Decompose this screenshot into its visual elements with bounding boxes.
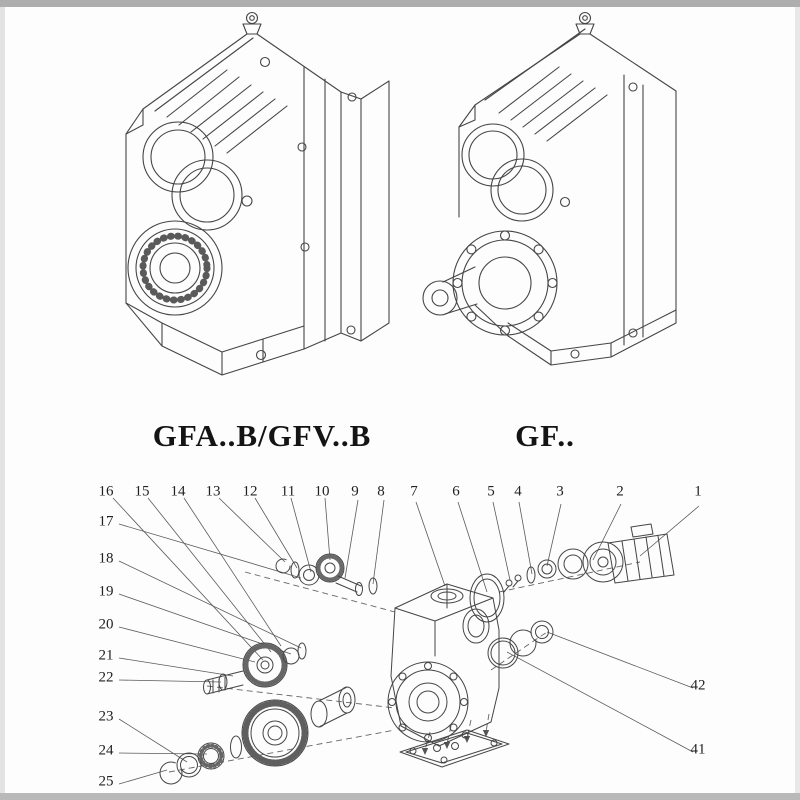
input-shaft-parts — [275, 553, 378, 596]
part-number-4: 4 — [514, 483, 522, 500]
part-number-24: 24 — [98, 742, 114, 759]
gear-housing — [387, 583, 500, 747]
gearbox-drawing-gfab-gfvb — [105, 5, 395, 395]
output-shaft — [422, 266, 478, 316]
housing-outline — [458, 28, 677, 366]
part-number-2: 2 — [616, 483, 624, 500]
part-number-42: 42 — [690, 677, 706, 694]
page-edge-right — [795, 7, 800, 793]
part-number-11: 11 — [280, 483, 296, 500]
gear-bores — [142, 121, 253, 231]
part-number-10: 10 — [314, 483, 330, 500]
part-number-7: 7 — [410, 483, 418, 500]
part-number-22: 22 — [98, 669, 114, 686]
part-number-23: 23 — [98, 708, 114, 725]
part-number-8: 8 — [377, 483, 385, 500]
base-plate — [399, 729, 510, 768]
part-number-13: 13 — [205, 483, 221, 500]
housing-outline — [125, 33, 390, 376]
flange-bolts — [570, 82, 638, 359]
exploded-view-drawing — [95, 480, 765, 800]
part-number-17: 17 — [98, 513, 114, 530]
page-edge-left — [0, 7, 5, 793]
part-number-12: 12 — [242, 483, 258, 500]
part-number-14: 14 — [170, 483, 186, 500]
input-motor-parts — [469, 523, 675, 623]
cooling-fins — [498, 66, 608, 142]
part-number-9: 9 — [351, 483, 359, 500]
flange-bolts — [255, 56, 357, 361]
part-number-20: 20 — [98, 616, 114, 633]
model-right-label: GF.. — [515, 418, 575, 453]
page-edge-top — [0, 0, 800, 7]
part-number-5: 5 — [487, 483, 495, 500]
part-number-3: 3 — [556, 483, 564, 500]
part-number-19: 19 — [98, 583, 114, 600]
part-number-6: 6 — [452, 483, 460, 500]
output-bearing — [127, 220, 223, 316]
eyebolt-boss — [242, 11, 262, 35]
output-gear-parts — [159, 686, 356, 785]
gearbox-drawing-gf — [415, 5, 705, 385]
output-flange — [452, 230, 558, 336]
part-number-41: 41 — [690, 741, 706, 758]
part-number-15: 15 — [134, 483, 150, 500]
cooling-fins — [166, 69, 288, 154]
part-number-25: 25 — [98, 773, 114, 790]
page-edge-bottom — [0, 793, 800, 800]
gear-bores — [461, 123, 571, 222]
part-number-1: 1 — [694, 483, 702, 500]
eyebolt-boss — [575, 11, 595, 35]
part-number-21: 21 — [98, 647, 114, 664]
intermediate-gear-parts — [203, 642, 307, 695]
part-number-18: 18 — [98, 550, 114, 567]
retaining-ring-parts — [487, 620, 554, 669]
leader-lines — [112, 497, 700, 785]
part-number-16: 16 — [98, 483, 114, 500]
assembly-axes — [168, 561, 641, 773]
model-left-label: GFA..B/GFV..B — [152, 418, 372, 453]
